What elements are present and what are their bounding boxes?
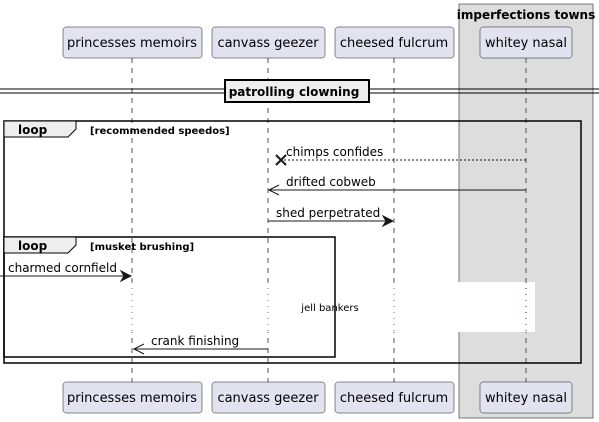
participant-label: cheesed fulcrum xyxy=(340,391,448,406)
loop-tab-inner xyxy=(3,236,77,254)
message-label: crank finishing xyxy=(151,334,239,348)
loop-condition: [recommended speedos] xyxy=(90,126,230,137)
participant-princesses-memoirs-foot[interactable] xyxy=(62,381,203,414)
participant-label: whitey nasal xyxy=(485,36,567,51)
message-label: chimps confides xyxy=(286,145,383,159)
loop-tab-outer xyxy=(3,120,77,138)
delay-label: jell bankers xyxy=(300,303,358,314)
participant-princesses-memoirs[interactable] xyxy=(62,26,203,59)
open-arrowhead-icon xyxy=(267,184,280,196)
message-crank-finishing: crank finishing xyxy=(132,334,268,355)
open-arrowhead-icon xyxy=(132,343,145,355)
filled-arrowhead-icon xyxy=(381,214,395,228)
loop-frame-inner: loop [musket brushing] xyxy=(3,236,336,358)
divider-label: patrolling clowning xyxy=(229,85,360,99)
participants-bottom: princesses memoirs canvass geezer cheese… xyxy=(62,381,573,414)
message-label: drifted cobweb xyxy=(286,175,376,189)
participant-label: canvass geezer xyxy=(217,391,319,406)
message-chimps-confides: chimps confides xyxy=(275,145,526,166)
destroy-cross-icon xyxy=(275,154,287,166)
message-label: charmed cornfield xyxy=(8,261,117,275)
participant-canvass-geezer-foot[interactable] xyxy=(211,381,326,414)
participants-top: princesses memoirs canvass geezer cheese… xyxy=(62,26,573,59)
participant-cheesed-fulcrum[interactable] xyxy=(334,26,455,59)
participant-label: canvass geezer xyxy=(217,36,319,51)
divider: patrolling clowning xyxy=(0,79,599,103)
message-charmed-cornfield: charmed cornfield xyxy=(0,261,133,283)
participant-whitey-nasal-foot[interactable] xyxy=(479,381,573,414)
message-label: shed perpetrated xyxy=(276,206,380,220)
participant-label: princesses memoirs xyxy=(67,391,197,406)
participant-label: cheesed fulcrum xyxy=(340,36,448,51)
participant-group-title: imperfections towns xyxy=(457,8,595,22)
message-drifted-cobweb: drifted cobweb xyxy=(267,175,526,196)
message-shed-perpetrated: shed perpetrated xyxy=(268,206,395,228)
divider-box xyxy=(224,79,370,103)
participant-whitey-nasal[interactable] xyxy=(479,26,573,59)
filled-arrowhead-icon xyxy=(119,269,133,283)
participant-canvass-geezer[interactable] xyxy=(211,26,326,59)
loop-condition: [musket brushing] xyxy=(90,242,194,253)
loop-keyword: loop xyxy=(18,123,48,137)
participant-label: whitey nasal xyxy=(485,391,567,406)
participant-cheesed-fulcrum-foot[interactable] xyxy=(334,381,455,414)
participant-label: princesses memoirs xyxy=(67,36,197,51)
loop-keyword: loop xyxy=(18,239,48,253)
delay-area: jell bankers xyxy=(125,282,535,332)
